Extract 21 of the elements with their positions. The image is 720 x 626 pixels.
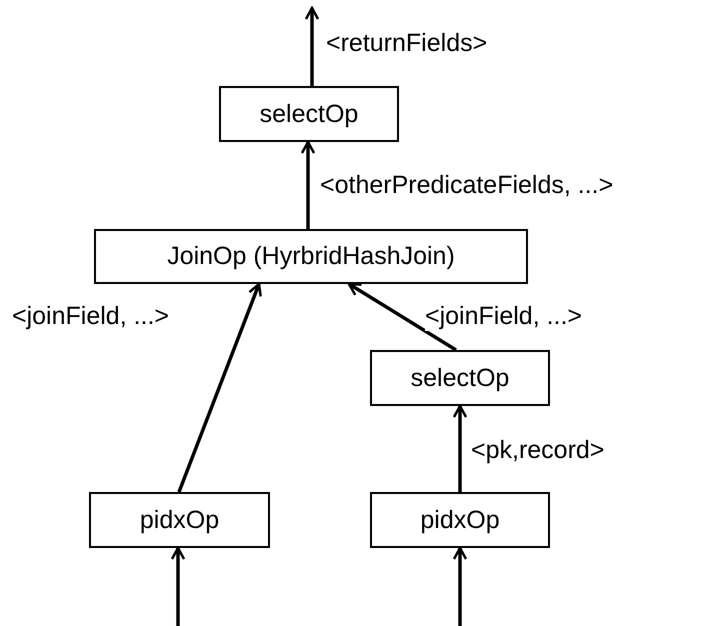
arrow xyxy=(300,140,316,229)
operator-box xyxy=(370,350,550,406)
arrow xyxy=(348,282,457,352)
operator-name: pidxOp xyxy=(420,506,500,534)
operator-name: JoinOp (HyrbridHashJoin) xyxy=(167,242,455,271)
edge-label: <joinField, ...> xyxy=(12,303,170,330)
operator-name: pidxOp xyxy=(140,506,220,534)
arrow xyxy=(304,6,320,86)
arrow xyxy=(452,546,468,626)
edge-label: <joinField, ...> xyxy=(425,303,582,330)
operator-box xyxy=(370,492,550,548)
operator-box xyxy=(219,86,399,142)
arrow xyxy=(170,546,186,626)
operator-name: selectOp xyxy=(260,100,358,128)
operator-box xyxy=(94,229,528,284)
arrow xyxy=(177,282,262,493)
edge-label: <pk,record> xyxy=(471,437,604,464)
arrow xyxy=(452,404,468,492)
operator-name: selectOp xyxy=(410,364,510,392)
edge-label: <otherPredicateFields, ...> xyxy=(320,172,614,200)
operator-box xyxy=(89,492,270,548)
